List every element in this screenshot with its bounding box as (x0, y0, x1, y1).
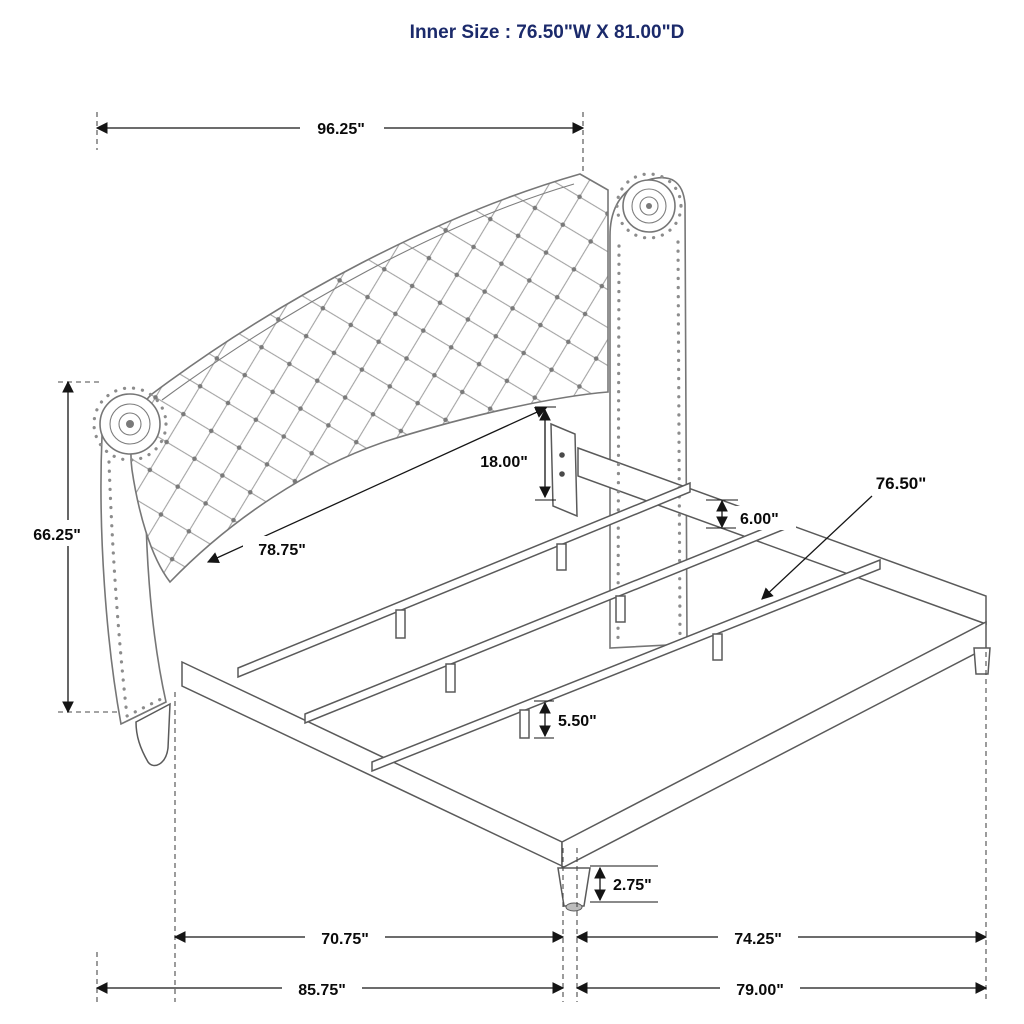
bracket-bolt-hole (559, 452, 565, 458)
left-scroll-ring2 (118, 412, 142, 436)
nailhead-trim-left-scroll (92, 386, 168, 462)
nailhead-trim-right-scroll (615, 172, 683, 240)
right-wing-scroll-center (646, 203, 652, 209)
front-rail (561, 620, 987, 870)
left-scroll-center (126, 420, 134, 428)
bottom-extension-lines (96, 652, 987, 1002)
rail-bracket (550, 422, 578, 518)
dim-frame-side-length-label: 70.75" (321, 931, 369, 948)
dim-frame-front-width-label: 74.25" (734, 931, 782, 948)
page-title: Inner Size : 76.50"W X 81.00"D (410, 22, 685, 43)
headboard-left-foot (135, 702, 171, 767)
dim-slat-leg-height-label: 5.50" (558, 713, 597, 730)
right-corner-foot (973, 647, 991, 675)
slat-leg (556, 543, 567, 571)
dim-overall-height: 66.25" (20, 380, 120, 714)
dim-overall-height-label: 66.25" (33, 527, 81, 544)
headboard-top-piping (161, 183, 575, 401)
nailhead-trim-wing-left (616, 244, 621, 642)
dim-rail-height: 6.00" (706, 499, 796, 530)
dim-slat-length-label: 76.50" (876, 474, 927, 493)
bed-drawing (92, 172, 991, 912)
dim-overall-side-length-label: 85.75" (298, 982, 346, 999)
dim-front-leg-height-label: 2.75" (613, 877, 652, 894)
right-wing-scroll-ring2 (639, 196, 659, 216)
headboard-tufted-panel (130, 173, 609, 584)
front-left-foot-tip (565, 902, 583, 912)
right-wing-scroll-ring (631, 188, 667, 224)
dim-frame-front-width: 74.25" (575, 924, 988, 950)
slat-leg (712, 633, 723, 661)
slat-rail-3 (371, 558, 881, 773)
slat-leg (445, 663, 456, 693)
dim-headboard-drop: 18.00" (468, 406, 556, 501)
dim-headboard-panel: 78.75" (206, 407, 548, 563)
dim-slat-leg-height: 5.50" (534, 700, 609, 739)
slat-leg (519, 709, 530, 739)
dim-rail-height-label: 6.00" (740, 511, 779, 528)
dim-frame-side-length: 70.75" (173, 924, 565, 950)
dim-overall-front-width: 79.00" (575, 975, 988, 1001)
front-left-foot (557, 867, 591, 907)
dim-headboard-width-label: 96.25" (317, 121, 365, 138)
dim-overall-front-width-label: 79.00" (736, 982, 784, 999)
left-scroll-ring (109, 403, 151, 445)
dim-headboard-drop-label: 18.00" (480, 454, 528, 471)
slat-leg (395, 609, 406, 639)
dim-headboard-panel-label: 78.75" (258, 542, 306, 559)
dim-overall-side-length: 85.75" (95, 975, 565, 1001)
dim-slat-length: 76.50" (761, 468, 942, 600)
bracket-bolt-hole (559, 471, 565, 477)
dim-headboard-width: 96.25" (95, 112, 585, 172)
nailhead-trim-left-post (107, 460, 163, 719)
slat-leg (615, 595, 626, 623)
dim-front-leg-height: 2.75" (590, 865, 664, 903)
